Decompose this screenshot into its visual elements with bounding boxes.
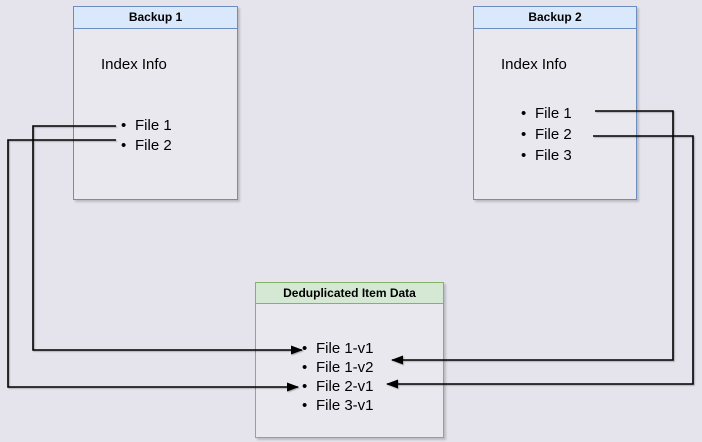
list-item: File 2: [121, 136, 172, 156]
list-item: File 1-v1: [302, 339, 374, 358]
backup1-title: Backup 1: [74, 7, 237, 29]
backup1-box: Backup 1 Index Info File 1 File 2: [73, 6, 238, 200]
deduplicated-item-data-box: Deduplicated Item Data File 1-v1 File 1-…: [255, 282, 444, 438]
list-item: File 1: [521, 103, 572, 124]
list-item: File 1-v2: [302, 358, 374, 377]
list-item: File 2: [521, 124, 572, 145]
backup2-index-label: Index Info: [501, 56, 567, 73]
dedup-item-list: File 1-v1 File 1-v2 File 2-v1 File 3-v1: [302, 339, 374, 415]
backup2-file-list: File 1 File 2 File 3: [521, 103, 572, 166]
dedup-title: Deduplicated Item Data: [256, 283, 443, 304]
backup2-box: Backup 2 Index Info File 1 File 2 File 3: [473, 6, 637, 200]
backup1-file-list: File 1 File 2: [121, 116, 172, 156]
list-item: File 2-v1: [302, 377, 374, 396]
backup2-title: Backup 2: [474, 7, 636, 29]
list-item: File 1: [121, 116, 172, 136]
list-item: File 3-v1: [302, 396, 374, 415]
backup1-index-label: Index Info: [101, 56, 167, 73]
list-item: File 3: [521, 145, 572, 166]
